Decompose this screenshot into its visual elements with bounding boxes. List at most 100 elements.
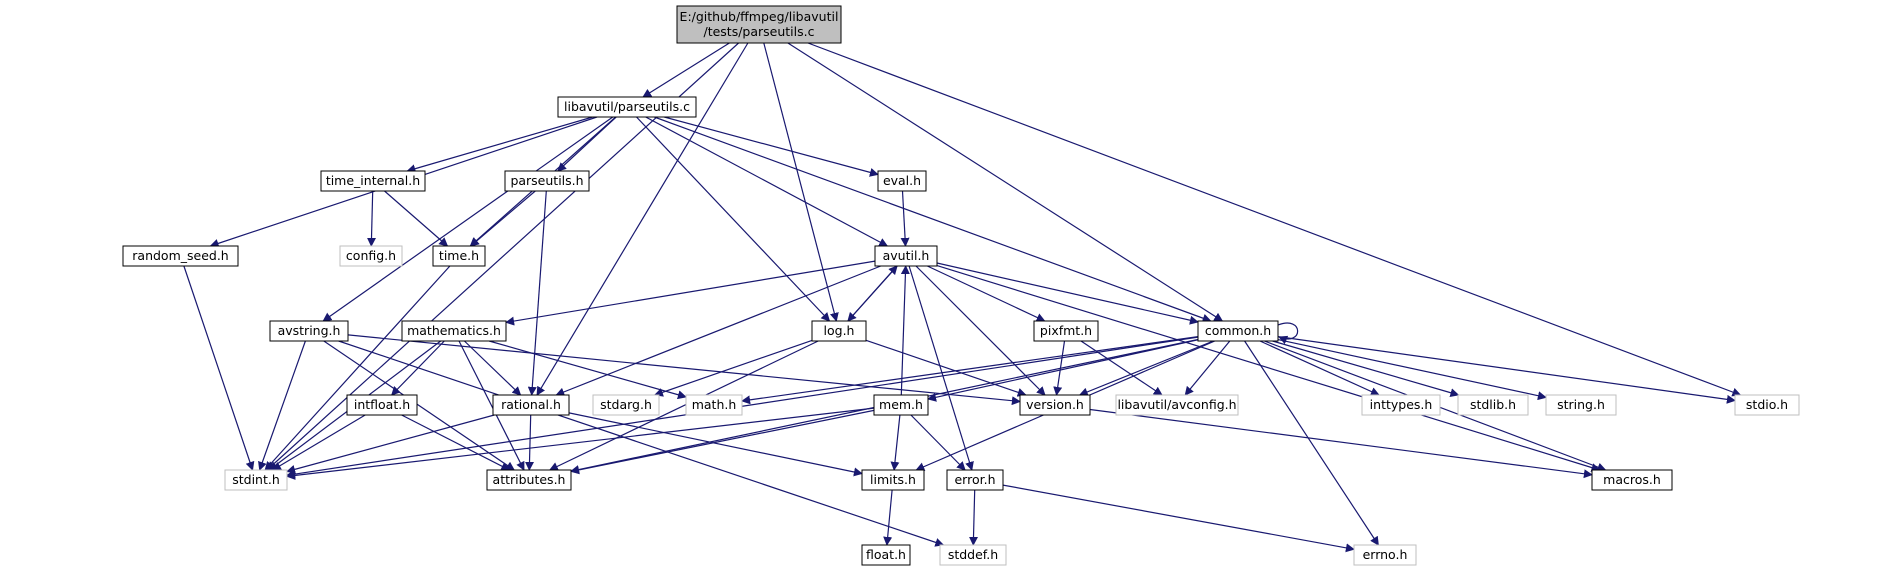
edge-root-to-parseutils_c xyxy=(642,42,730,98)
node-common[interactable]: common.h xyxy=(1197,320,1279,342)
node-time[interactable]: time.h xyxy=(432,245,486,267)
node-avutil[interactable]: avutil.h xyxy=(874,245,938,267)
node-root[interactable]: E:/github/ffmpeg/libavutil/tests/parseut… xyxy=(676,5,842,44)
edge-rational-to-stdint xyxy=(286,414,495,474)
edge-root-to-log xyxy=(763,42,839,322)
edge-error-to-stddef xyxy=(969,489,979,546)
node-box xyxy=(1734,394,1800,416)
node-label: E:/github/ffmpeg/libavutil xyxy=(680,9,839,24)
node-label: stdint.h xyxy=(232,472,280,487)
node-log[interactable]: log.h xyxy=(811,320,867,342)
node-config[interactable]: config.h xyxy=(339,245,403,267)
edge-time-to-stdint xyxy=(264,265,451,471)
node-box xyxy=(877,170,927,192)
node-attributes[interactable]: attributes.h xyxy=(486,469,572,491)
edge-rational-to-limits xyxy=(568,412,863,477)
node-label: parseutils.h xyxy=(510,173,583,188)
edge-common-to-math xyxy=(741,336,1199,405)
edge-common-to-inttypes xyxy=(1259,340,1380,396)
node-avstring[interactable]: avstring.h xyxy=(269,320,349,342)
node-stddef[interactable]: stddef.h xyxy=(939,544,1007,566)
node-box xyxy=(676,5,842,44)
node-box xyxy=(946,469,1004,491)
edge-rational-to-attributes xyxy=(525,414,535,471)
node-box xyxy=(224,469,288,491)
node-mathematics[interactable]: mathematics.h xyxy=(401,320,507,342)
node-string[interactable]: string.h xyxy=(1545,394,1617,416)
node-float[interactable]: float.h xyxy=(861,544,911,566)
edge-avutil-to-rational xyxy=(555,265,882,397)
node-label: time_internal.h xyxy=(326,173,420,188)
edge-log-to-attributes xyxy=(548,340,819,471)
node-label: stddef.h xyxy=(948,547,998,562)
node-avconfig[interactable]: libavutil/avconfig.h xyxy=(1115,394,1239,416)
node-label: mem.h xyxy=(879,397,923,412)
node-box xyxy=(557,96,697,118)
node-label: eval.h xyxy=(883,173,921,188)
node-box xyxy=(1545,394,1617,416)
node-errno[interactable]: errno.h xyxy=(1353,544,1417,566)
node-box xyxy=(339,245,403,267)
node-label: stdlib.h xyxy=(1470,397,1516,412)
node-box xyxy=(1457,394,1529,416)
edge-root-to-common xyxy=(787,42,1224,322)
node-inttypes[interactable]: inttypes.h xyxy=(1361,394,1441,416)
node-box xyxy=(1361,394,1441,416)
edge-mathematics-to-attributes xyxy=(458,340,525,471)
node-time_internal[interactable]: time_internal.h xyxy=(320,170,426,192)
edge-avstring-to-attributes xyxy=(323,340,515,471)
node-label: version.h xyxy=(1026,397,1084,412)
edge-parseutils_h-to-time xyxy=(470,190,536,247)
node-macros[interactable]: macros.h xyxy=(1591,469,1673,491)
node-label: /tests/parseutils.c xyxy=(703,24,814,39)
node-parseutils_h[interactable]: parseutils.h xyxy=(504,170,590,192)
edge-avstring-to-stddef xyxy=(338,340,945,547)
edge-log-to-stdarg xyxy=(653,339,813,397)
node-box xyxy=(492,394,570,416)
node-box xyxy=(1591,469,1673,491)
edge-common-to-stdio xyxy=(1277,336,1736,404)
node-error[interactable]: error.h xyxy=(946,469,1004,491)
node-stdint[interactable]: stdint.h xyxy=(224,469,288,491)
node-stdarg[interactable]: stdarg.h xyxy=(592,394,660,416)
node-version[interactable]: version.h xyxy=(1019,394,1091,416)
node-label: libavutil/parseutils.c xyxy=(564,99,690,114)
node-box xyxy=(432,245,486,267)
node-box xyxy=(1197,320,1279,342)
node-box xyxy=(874,245,938,267)
node-stdlib[interactable]: stdlib.h xyxy=(1457,394,1529,416)
edge-error-to-errno xyxy=(1002,484,1355,553)
edge-avstring-to-version xyxy=(347,334,1021,406)
node-limits[interactable]: limits.h xyxy=(861,469,925,491)
node-parseutils_c[interactable]: libavutil/parseutils.c xyxy=(557,96,697,118)
node-rational[interactable]: rational.h xyxy=(492,394,570,416)
edge-log-to-version xyxy=(865,339,1027,397)
node-box xyxy=(1115,394,1239,416)
node-label: random_seed.h xyxy=(132,248,228,263)
node-box xyxy=(873,394,929,416)
node-label: error.h xyxy=(954,472,995,487)
node-label: mathematics.h xyxy=(407,323,501,338)
edge-common-to-mem xyxy=(927,339,1199,402)
edge-time_internal-to-config xyxy=(367,190,377,247)
edge-root-to-stdio xyxy=(807,42,1742,397)
node-intfloat[interactable]: intfloat.h xyxy=(346,394,418,416)
node-label: errno.h xyxy=(1363,547,1408,562)
edge-avutil-to-mathematics xyxy=(505,260,876,326)
node-box xyxy=(486,469,572,491)
node-label: log.h xyxy=(824,323,855,338)
node-box xyxy=(1033,320,1099,342)
node-random_seed[interactable]: random_seed.h xyxy=(122,245,239,267)
node-math[interactable]: math.h xyxy=(685,394,743,416)
node-eval[interactable]: eval.h xyxy=(877,170,927,192)
node-box xyxy=(685,394,743,416)
edge-common-to-errno xyxy=(1244,340,1379,546)
node-pixfmt[interactable]: pixfmt.h xyxy=(1033,320,1099,342)
edge-mem-to-limits xyxy=(890,414,901,471)
node-box xyxy=(592,394,660,416)
node-stdio[interactable]: stdio.h xyxy=(1734,394,1800,416)
edge-mem-to-attributes xyxy=(570,409,875,475)
node-mem[interactable]: mem.h xyxy=(873,394,929,416)
edge-avutil-to-version xyxy=(915,265,1046,396)
